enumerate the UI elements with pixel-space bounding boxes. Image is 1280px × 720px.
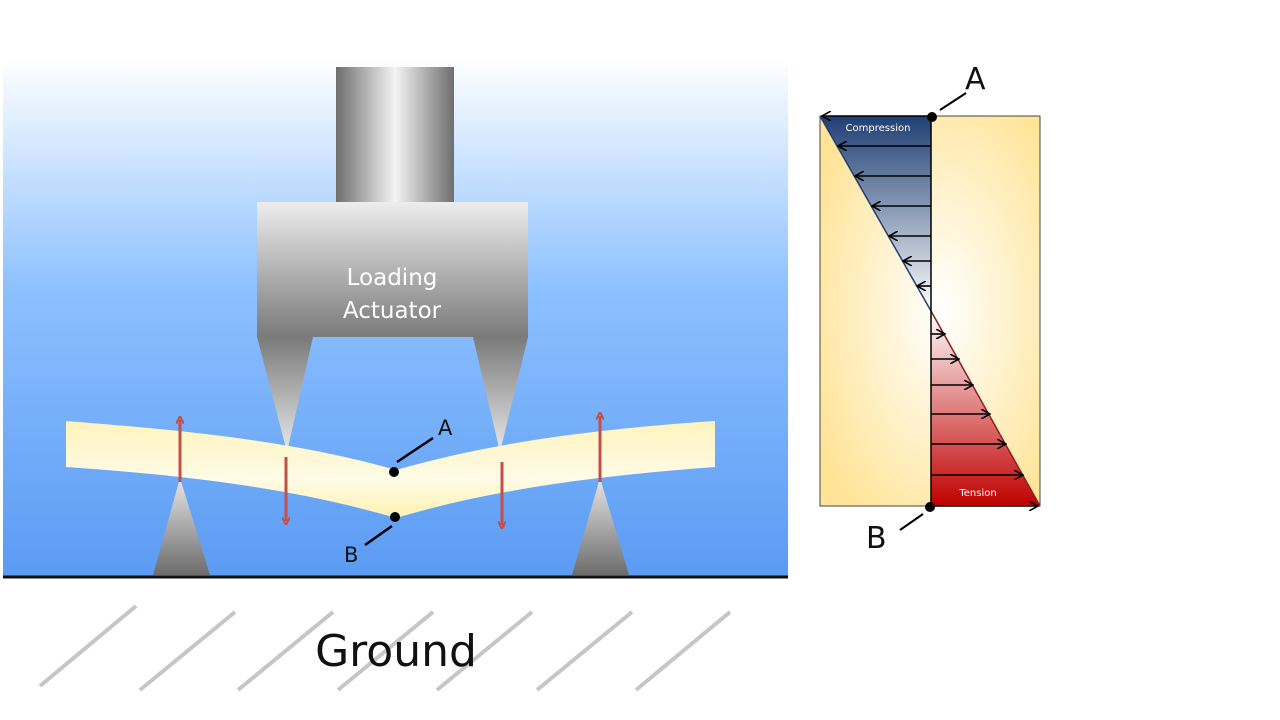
section-point-b-dot xyxy=(925,502,935,512)
left-support xyxy=(153,478,210,575)
actuator-shaft xyxy=(336,67,454,203)
right-support xyxy=(572,478,629,575)
section-point-a-label: A xyxy=(965,62,986,97)
section-point-a-leader xyxy=(939,92,967,111)
section-point-b-label: B xyxy=(866,521,887,556)
ground-hatching xyxy=(38,604,732,692)
ground-label: Ground xyxy=(315,626,477,677)
point-a-leader xyxy=(396,436,434,464)
section-point-b-leader xyxy=(899,513,924,531)
tension-label: Tension xyxy=(958,488,996,499)
tension-arrows xyxy=(931,334,1038,506)
actuator-body xyxy=(257,202,528,337)
section-point-a-dot xyxy=(927,112,937,122)
point-a-label: A xyxy=(438,416,453,440)
actuator-label-line2: Actuator xyxy=(343,298,442,324)
point-b-dot xyxy=(390,512,400,522)
actuator-left-tip xyxy=(257,337,313,452)
actuator-right-tip xyxy=(473,337,528,452)
compression-arrows xyxy=(822,116,931,286)
point-b-leader xyxy=(364,524,393,547)
point-a-dot xyxy=(389,467,399,477)
compression-label: Compression xyxy=(846,123,911,134)
point-b-label: B xyxy=(344,543,358,567)
actuator-label-line1: Loading xyxy=(347,265,438,291)
